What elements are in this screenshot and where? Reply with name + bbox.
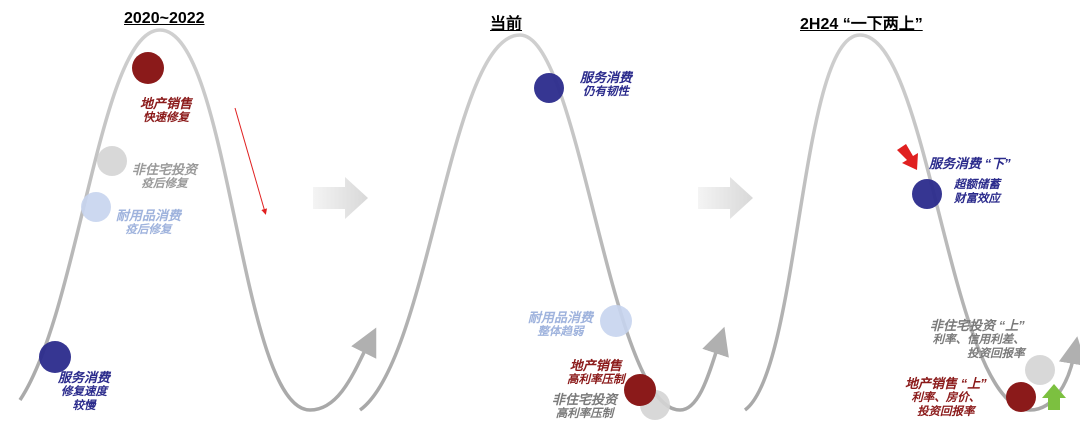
label-service-consumption-sub: 超额储蓄 财富效应 <box>954 178 1000 206</box>
label-property-sales: 地产销售 “上” 利率、房价、 投资回报率 <box>905 376 987 419</box>
label-title: 地产销售 <box>140 96 193 111</box>
service-consumption-dot <box>534 73 564 103</box>
non-res-invest-dot <box>1025 355 1055 385</box>
service-consumption-dot <box>912 179 942 209</box>
property-sales-dot <box>624 374 656 406</box>
right-arrow-icon <box>313 177 368 219</box>
label-sub: 高利率压制 <box>555 408 614 420</box>
label-property-sales: 地产销售 高利率压制 <box>567 358 625 387</box>
label-sub: 修复速度 <box>61 386 107 398</box>
label-durable-consumption: 耐用品消费 整体趋弱 <box>528 310 593 339</box>
label-sub: 利率、信用利差、 <box>932 334 1025 346</box>
property-sales-dot <box>1006 382 1036 412</box>
label-sub: 疫后修复 <box>125 224 172 236</box>
non-res-invest-dot <box>97 146 127 176</box>
panel-title: 2H24 “一下两上” <box>800 16 923 33</box>
label-sub: 疫后修复 <box>141 178 188 190</box>
label-sub: 财富效应 <box>954 193 1000 205</box>
label-title: 非住宅投资 <box>132 162 198 177</box>
label-property-sales: 地产销售 快速修复 <box>140 96 192 125</box>
label-title: 服务消费 <box>58 370 111 385</box>
label-non-res-invest: 非住宅投资 “上” 利率、信用利差、 投资回报率 <box>930 318 1025 361</box>
property-sales-dot <box>132 52 164 84</box>
label-non-res-invest: 非住宅投资 高利率压制 <box>552 392 617 421</box>
label-title: 非住宅投资 <box>552 392 618 407</box>
label-title: 耐用品消费 <box>116 208 182 223</box>
up-arrow-icon <box>1042 384 1066 410</box>
label-durable-consumption: 耐用品消费 疫后修复 <box>116 208 181 237</box>
durable-consumption-dot <box>600 305 632 337</box>
label-sub: 快速修复 <box>143 112 189 124</box>
wave-curve-panel-1 <box>18 28 377 412</box>
label-sub: 投资回报率 <box>967 348 1025 360</box>
label-title: 地产销售 “上” <box>905 376 987 391</box>
label-title: 服务消费 <box>580 70 633 85</box>
service-consumption-dot <box>39 341 71 373</box>
down-arrow-icon <box>897 144 918 170</box>
label-sub: 高利率压制 <box>567 374 625 386</box>
label-sub: 仍有韧性 <box>583 86 629 98</box>
label-sub: 整体趋弱 <box>537 326 584 338</box>
label-title: 非住宅投资 “上” <box>930 318 1025 333</box>
label-service-consumption: 服务消费 “下” <box>929 156 1011 171</box>
trend-down-line <box>234 107 268 215</box>
panel-title: 2020~2022 <box>124 10 205 27</box>
label-service-consumption: 服务消费 修复速度 较慢 <box>58 370 110 413</box>
right-arrow-icon <box>698 177 753 219</box>
label-sub: 超额储蓄 <box>954 179 1000 191</box>
wave-curve-panel-3 <box>743 33 1080 412</box>
label-title: 服务消费 “下” <box>929 156 1011 171</box>
label-sub: 较慢 <box>72 400 96 412</box>
label-title: 地产销售 <box>569 358 622 373</box>
label-sub: 投资回报率 <box>917 406 975 418</box>
label-non-res-invest: 非住宅投资 疫后修复 <box>132 162 197 191</box>
label-sub: 利率、房价、 <box>911 392 981 404</box>
label-title: 耐用品消费 <box>528 310 594 325</box>
panel-title: 当前 <box>490 16 523 33</box>
label-service-consumption: 服务消费 仍有韧性 <box>580 70 632 99</box>
durable-consumption-dot <box>81 192 111 222</box>
